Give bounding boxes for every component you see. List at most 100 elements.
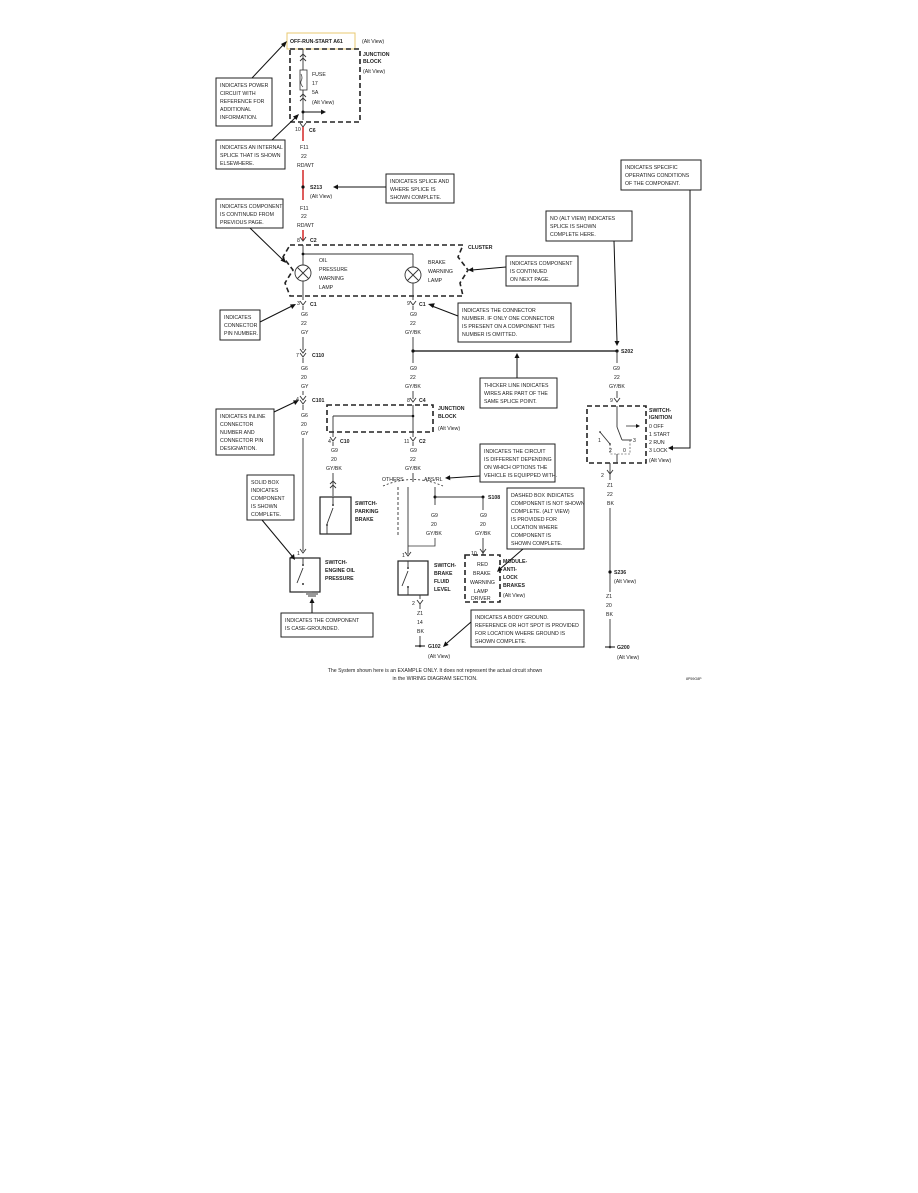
svg-text:SHOWN COMPLETE.: SHOWN COMPLETE.: [475, 639, 526, 645]
svg-text:INDICATES COMPONENT: INDICATES COMPONENT: [510, 261, 573, 267]
svg-text:SPLICE THAT IS SHOWN: SPLICE THAT IS SHOWN: [220, 153, 281, 159]
s236-splice-dot: [608, 570, 612, 574]
oil-lamp-label-2: PRESSURE: [319, 267, 348, 273]
pin-2: 2: [412, 601, 415, 607]
alt-view-label: (Alt View): [362, 39, 384, 45]
switch-oil-label-2: ENGINE OIL: [325, 568, 356, 574]
svg-text:ADDITIONAL: ADDITIONAL: [220, 107, 251, 113]
pin-3: 3: [297, 301, 300, 307]
svg-text:IS CASE-GROUNDED.: IS CASE-GROUNDED.: [285, 626, 339, 632]
callout-solid-box: SOLID BOX INDICATES COMPONENT IS SHOWN C…: [246, 474, 295, 560]
wire-color: GY/BK: [609, 384, 625, 390]
wire-gauge: 20: [301, 375, 307, 381]
svg-text:THICKER LINE INDICATES: THICKER LINE INDICATES: [484, 383, 549, 389]
svg-text:SOLID BOX: SOLID BOX: [251, 480, 280, 486]
connector-symbol: [299, 93, 307, 102]
pin-9: 9: [407, 301, 410, 307]
wire-color: GY: [301, 431, 309, 437]
wire-gauge: 20: [331, 457, 337, 463]
c10-label: C10: [340, 439, 350, 445]
c6-pin: 10: [295, 127, 301, 133]
callout-case-grounded: INDICATES THE COMPONENT IS CASE-GROUNDED…: [280, 598, 374, 638]
s202-label: S202: [621, 349, 633, 355]
connector-symbol: [299, 548, 307, 554]
svg-text:NUMBER IS OMITTED.: NUMBER IS OMITTED.: [462, 332, 517, 338]
inline-connector-symbol: [299, 348, 307, 358]
wire-gauge: 22: [301, 214, 307, 220]
abs-module-label-1: MODULE-: [503, 559, 527, 565]
c110-label: C110: [312, 353, 324, 359]
callout-continued-from: INDICATES COMPONENT IS CONTINUED FROM PR…: [215, 198, 286, 263]
abs-module-label-4: BRAKES: [503, 583, 525, 589]
abs-module-label-2: ANTI-: [503, 567, 517, 573]
callout-dashed-box: DASHED BOX INDICATES COMPONENT IS NOT SH…: [497, 487, 585, 572]
pin-7: 7: [296, 353, 299, 359]
g102-label: G102: [428, 644, 441, 650]
wire-g6: G6: [301, 366, 308, 372]
wire-color: BK: [417, 629, 424, 635]
wire-z1: Z1: [607, 483, 613, 489]
connector-symbol: [299, 53, 307, 62]
svg-text:INFORMATION.: INFORMATION.: [220, 115, 257, 121]
wire-z1: Z1: [606, 594, 612, 600]
s236-label: S236: [614, 570, 626, 576]
switch-brake-fluid-label-3: FLUID: [434, 579, 450, 585]
junction-block-mid-box: [326, 404, 434, 433]
junction-block-top-box: [289, 48, 361, 123]
c1-left-label: C1: [310, 302, 317, 308]
wire-gauge: 22: [301, 321, 307, 327]
alt-view-label: (Alt View): [503, 593, 525, 599]
svg-text:COMPONENT IS NOT SHOWN: COMPONENT IS NOT SHOWN: [511, 501, 585, 507]
svg-text:CONNECTOR PIN: CONNECTOR PIN: [220, 438, 264, 444]
ground-icon: [415, 644, 425, 648]
svg-text:INDICATES: INDICATES: [251, 488, 279, 494]
oil-lamp-label-3: WARNING: [319, 276, 344, 282]
wire-gauge: 20: [480, 522, 486, 528]
svg-text:CONNECTOR: CONNECTOR: [220, 422, 254, 428]
wire-gauge: 14: [417, 620, 423, 626]
wire-color: BK: [606, 612, 613, 618]
c2-label: C2: [310, 238, 317, 244]
svg-text:INDICATES: INDICATES: [224, 315, 252, 321]
junction-block-label-2: BLOCK: [438, 414, 457, 420]
svg-text:INDICATES A BODY GROUND.: INDICATES A BODY GROUND.: [475, 615, 549, 621]
wire-g6: G6: [301, 413, 308, 419]
c10-pin: 4: [328, 439, 331, 445]
svg-text:SAME SPLICE POINT.: SAME SPLICE POINT.: [484, 399, 537, 405]
svg-text:ON WHICH OPTIONS THE: ON WHICH OPTIONS THE: [484, 465, 548, 471]
wire-g9: G9: [410, 312, 417, 318]
wire-color: GY/BK: [405, 384, 421, 390]
callout-power: INDICATES POWER CIRCUIT WITH REFERENCE F…: [215, 41, 287, 127]
alt-view-label: (Alt View): [614, 579, 636, 585]
wire-g9: G9: [613, 366, 620, 372]
svg-text:WHERE SPLICE IS: WHERE SPLICE IS: [390, 187, 436, 193]
connector-symbol: [329, 436, 337, 442]
c2-b-pin: 11: [404, 439, 409, 445]
case-ground-icon: [306, 593, 318, 597]
pin-1: 1: [402, 553, 405, 559]
wire-gauge: 22: [410, 321, 416, 327]
wire-f11: F11: [300, 206, 309, 212]
svg-text:IS CONTINUED: IS CONTINUED: [510, 269, 547, 275]
svg-text:SHOWN COMPLETE.: SHOWN COMPLETE.: [390, 195, 441, 201]
g200-label: G200: [617, 645, 630, 651]
switch-icon: [296, 558, 304, 585]
alt-view-label: (Alt View): [617, 655, 639, 661]
abs-inner-4: LAMP: [474, 589, 489, 595]
connector-symbol: [613, 397, 621, 403]
callout-no-alt-view: NO (ALT VIEW) INDICATES SPLICE IS SHOWN …: [545, 210, 633, 346]
wire-color: GY/BK: [405, 330, 421, 336]
wire-gauge: 22: [301, 154, 307, 160]
pin-4: 4: [296, 397, 299, 403]
switch-parking-label-1: SWITCH-: [355, 501, 377, 507]
switch-parking-label-3: BRAKE: [355, 517, 374, 523]
ign-contact-3: 3: [633, 438, 636, 444]
abs-inner-2: BRAKE: [473, 571, 491, 577]
switch-brake-fluid-label-4: LEVEL: [434, 587, 452, 593]
brake-lamp-label-3: LAMP: [428, 278, 443, 284]
ground-icon: [605, 645, 615, 649]
svg-text:INDICATES COMPONENT: INDICATES COMPONENT: [220, 204, 283, 210]
c2-pin: 8: [297, 238, 300, 244]
svg-text:CONNECTOR: CONNECTOR: [224, 323, 258, 329]
